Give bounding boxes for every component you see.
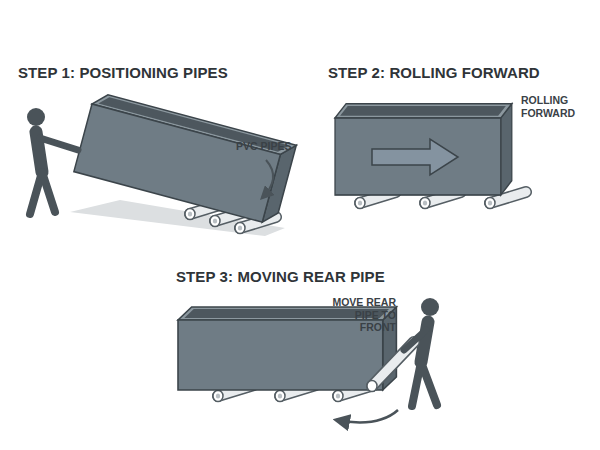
callout-label: ROLLING FORWARD bbox=[521, 94, 593, 119]
person-lifting bbox=[30, 132, 78, 214]
person-head bbox=[27, 108, 45, 126]
step-heading: STEP 2: ROLLING FORWARD bbox=[328, 64, 540, 82]
person-arm bbox=[40, 138, 78, 150]
person-head bbox=[421, 298, 439, 316]
pointer-arrow bbox=[262, 160, 273, 198]
callout-label: PVC PIPES bbox=[236, 140, 291, 153]
crate bbox=[335, 104, 512, 195]
crate bbox=[74, 91, 296, 225]
pipe-end bbox=[367, 381, 377, 392]
callout-label: MOVE REAR PIPE TO FRONT bbox=[326, 296, 396, 334]
step-heading: STEP 1: POSITIONING PIPES bbox=[18, 64, 228, 82]
move-arrow bbox=[336, 410, 398, 422]
direction-arrow bbox=[372, 139, 458, 175]
person-leg bbox=[421, 362, 437, 405]
person-leg bbox=[42, 172, 55, 212]
step-heading: STEP 3: MOVING REAR PIPE bbox=[176, 268, 385, 286]
tilted-crate bbox=[74, 91, 296, 225]
person-arm bbox=[404, 330, 426, 350]
rolling-crate bbox=[335, 104, 512, 195]
